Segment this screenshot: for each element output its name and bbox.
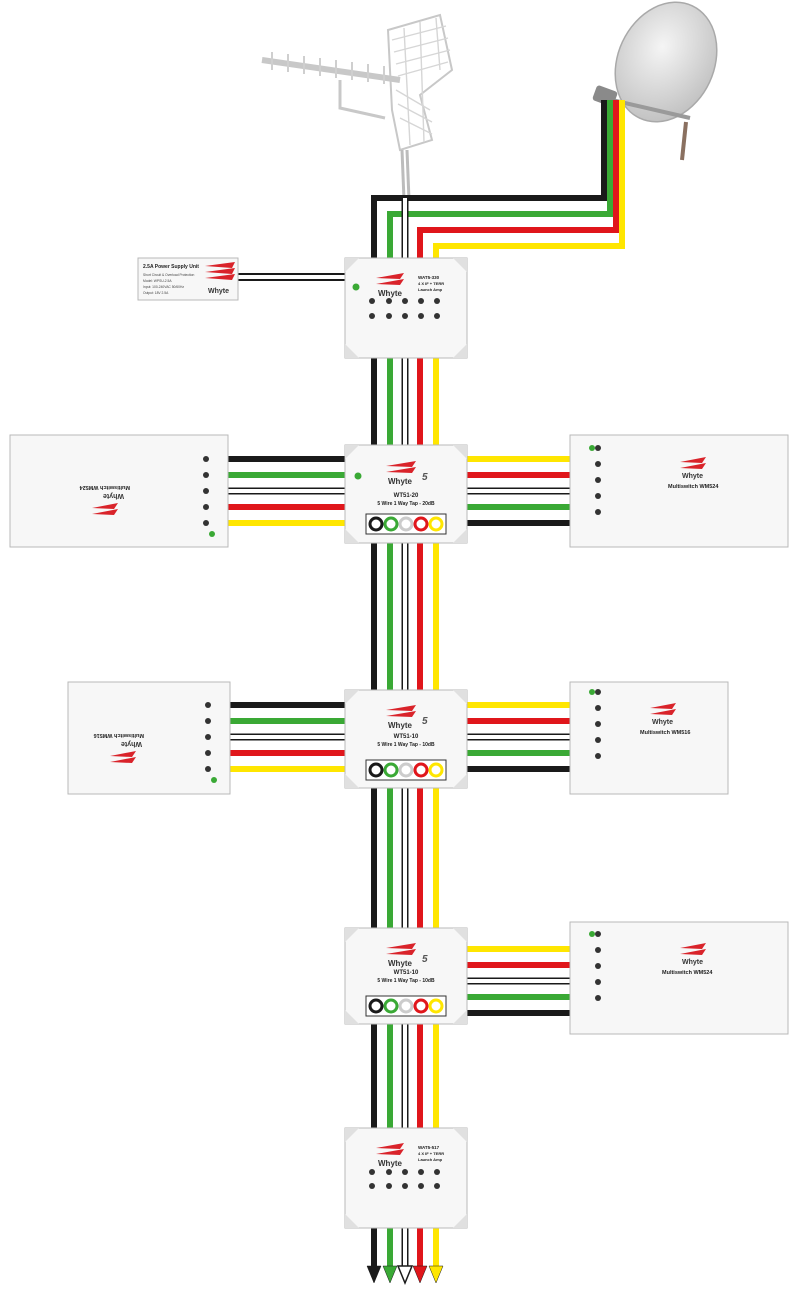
switch-r1-name: Multiswitch WM524 xyxy=(668,484,719,490)
output-arrows xyxy=(366,1265,444,1285)
whyte-logo-icon xyxy=(386,461,416,473)
launch-amp-top: Whyte WAT5-330 4 X IF + TERR Launch Amp xyxy=(344,257,468,359)
amp-bottom-line2: Launch Amp xyxy=(418,1157,443,1162)
arrow-down-icon xyxy=(382,1265,398,1284)
vertical-trunks xyxy=(371,358,439,1268)
whyte-logo-icon xyxy=(680,457,706,469)
tap3-brand: Whyte xyxy=(388,959,413,968)
switch-l2-brand: Whyte xyxy=(121,740,142,747)
multiswitch-right-2: Whyte Multiswitch WM516 xyxy=(569,681,729,795)
whyte-logo-icon xyxy=(92,503,118,515)
psu-line1: Short Circuit & Overload Protection xyxy=(143,273,194,277)
amp-top-line2: Launch Amp xyxy=(418,287,443,292)
switch-r2-name: Multiswitch WM516 xyxy=(640,730,690,736)
psu-line3: Input: 100-240VAC 50/60Hz xyxy=(143,285,184,289)
whyte-logo-icon xyxy=(376,273,404,285)
psu-line4: Output: 18V 2.5A xyxy=(143,291,169,295)
amp-top-brand: Whyte xyxy=(378,289,403,298)
terrestrial-antenna-icon xyxy=(261,13,454,201)
tap3-desc: 5 Wire 1 Way Tap - 10dB xyxy=(377,978,435,984)
whyte-logo-icon xyxy=(205,262,235,280)
switch-r3-brand: Whyte xyxy=(682,959,703,966)
tap1-brand-mark: 5 xyxy=(422,472,428,483)
multiswitch-left-1: Whyte Multiswitch WM524 xyxy=(9,434,229,548)
tap2-brand-mark: 5 xyxy=(422,716,428,727)
arrow-down-icon xyxy=(366,1265,382,1284)
switch-r3-name: Multiswitch WM524 xyxy=(662,970,713,976)
psu-brand: Whyte xyxy=(208,288,229,295)
whyte-logo-icon xyxy=(376,1143,404,1155)
tap2-model: WT51-10 xyxy=(394,734,419,740)
switch-r2-brand: Whyte xyxy=(652,719,673,726)
multiswitch-right-1: Whyte Multiswitch WM524 xyxy=(569,434,789,548)
switch-l1-name: Multiswitch WM524 xyxy=(79,484,130,490)
tap3-model: WT51-10 xyxy=(394,970,419,976)
whyte-logo-icon xyxy=(386,705,416,717)
arrow-down-icon xyxy=(396,1265,414,1285)
tap-3: Whyte 5 WT51-10 5 Wire 1 Way Tap - 10dB xyxy=(344,927,468,1025)
whyte-logo-icon xyxy=(680,943,706,955)
amp-top-model: WAT5-330 xyxy=(418,275,440,280)
amp-bottom-line1: 4 X IF + TERR xyxy=(418,1151,444,1156)
branch-cables xyxy=(228,456,570,1016)
power-supply-unit: 2.5A Power Supply Unit Short Circuit & O… xyxy=(137,257,345,301)
satellite-dish-icon xyxy=(592,1,718,161)
launch-amp-bottom: Whyte WAT5-517 4 X IF + TERR Launch Amp xyxy=(344,1127,468,1229)
switch-r1-brand: Whyte xyxy=(682,473,703,480)
tap3-brand-mark: 5 xyxy=(422,954,428,965)
arrow-down-icon xyxy=(428,1265,444,1284)
multiswitch-left-2: Whyte Multiswitch WM516 xyxy=(67,681,231,795)
whyte-logo-icon xyxy=(386,943,416,955)
main-trunk-cables xyxy=(371,100,625,262)
psu-line2: Model: WPSU-2.5A xyxy=(143,279,172,283)
tap-2: Whyte 5 WT51-10 5 Wire 1 Way Tap - 10dB xyxy=(344,689,468,789)
switch-l2-name: Multiswitch WM516 xyxy=(94,732,144,738)
whyte-logo-icon xyxy=(650,703,676,715)
tap1-brand: Whyte xyxy=(388,477,413,486)
amp-bottom-brand: Whyte xyxy=(378,1159,403,1168)
tap2-brand: Whyte xyxy=(388,721,413,730)
psu-title: 2.5A Power Supply Unit xyxy=(143,264,199,270)
tap1-model: WT51-20 xyxy=(394,493,419,499)
amp-top-line1: 4 X IF + TERR xyxy=(418,281,444,286)
tap-1: Whyte 5 WT51-20 5 Wire 1 Way Tap - 20dB xyxy=(344,444,468,544)
multiswitch-right-3: Whyte Multiswitch WM524 xyxy=(569,921,789,1035)
tap1-desc: 5 Wire 1 Way Tap - 20dB xyxy=(377,501,435,507)
arrow-down-icon xyxy=(412,1265,428,1284)
tap2-desc: 5 Wire 1 Way Tap - 10dB xyxy=(377,742,435,748)
switch-l1-brand: Whyte xyxy=(103,492,124,499)
whyte-logo-icon xyxy=(110,751,136,763)
amp-bottom-model: WAT5-517 xyxy=(418,1145,440,1150)
